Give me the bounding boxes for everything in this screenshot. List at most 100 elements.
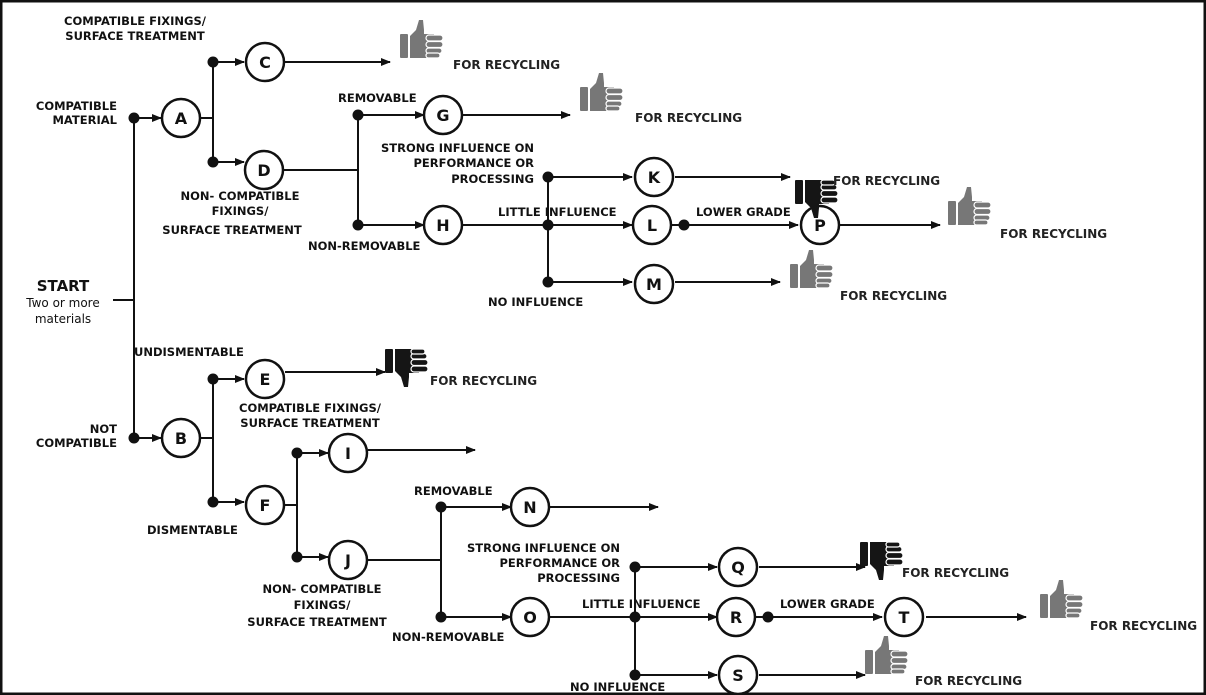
- label-lower-grade-top: LOWER GRADE: [696, 205, 791, 219]
- node-a: A: [160, 97, 202, 139]
- svg-text:F: F: [260, 496, 271, 515]
- node-c: C: [244, 41, 286, 83]
- branch-labels: COMPATIBLE MATERIAL NOT COMPATIBLE COMPA…: [36, 14, 875, 694]
- label-strong-influence-bottom-2: PERFORMANCE OR: [499, 556, 620, 570]
- svg-text:S: S: [732, 666, 744, 685]
- node-i: I: [327, 432, 369, 474]
- thumbs-up-icon: [579, 72, 624, 112]
- svg-text:Q: Q: [731, 558, 745, 577]
- outcome-k: FOR RECYCLING: [794, 174, 940, 219]
- svg-text:B: B: [175, 429, 187, 448]
- node-g: G: [422, 94, 464, 136]
- node-d: D: [243, 149, 285, 191]
- junction-dots: [128, 56, 774, 681]
- node-p: P: [799, 204, 841, 246]
- thumbs-up-icon: [789, 249, 834, 289]
- label-non-compat-fixings-top-1: NON- COMPATIBLE: [181, 189, 300, 203]
- node-n: N: [509, 486, 551, 528]
- outcomes: FOR RECYCLING FOR RECYCLING FOR RECYCLIN…: [384, 19, 1197, 688]
- thumbs-down-icon: [384, 348, 429, 388]
- start-subtitle-line-1: Two or more: [25, 296, 100, 310]
- svg-text:P: P: [814, 216, 826, 235]
- outcome-e: FOR RECYCLING: [384, 348, 537, 388]
- decision-nodes: A B C D E F G H I J K L M N O P Q R S T: [160, 41, 925, 695]
- svg-text:C: C: [259, 53, 271, 72]
- thumbs-up-icon: [1039, 579, 1084, 619]
- node-t: T: [883, 596, 925, 638]
- start-subtitle-line-2: materials: [35, 312, 91, 326]
- label-little-influence-bottom: LITTLE INFLUENCE: [582, 597, 701, 611]
- outcome-g: FOR RECYCLING: [579, 72, 742, 125]
- label-compat-fixings-bottom-2: SURFACE TREATMENT: [240, 416, 380, 430]
- svg-text:N: N: [523, 498, 536, 517]
- thumbs-down-icon: [859, 541, 904, 581]
- svg-text:T: T: [899, 608, 910, 627]
- svg-text:J: J: [344, 551, 351, 570]
- label-not-compatible-1: NOT: [90, 422, 117, 436]
- label-compat-fixings-top-1: COMPATIBLE FIXINGS/: [64, 14, 207, 28]
- svg-text:FOR RECYCLING: FOR RECYCLING: [453, 58, 560, 72]
- svg-text:FOR RECYCLING: FOR RECYCLING: [1090, 619, 1197, 633]
- label-non-compat-fixings-bottom-2: FIXINGS/: [294, 598, 352, 612]
- label-non-compat-fixings-bottom-1: NON- COMPATIBLE: [263, 582, 382, 596]
- label-non-removable-top: NON-REMOVABLE: [308, 239, 421, 253]
- outcome-p: FOR RECYCLING: [947, 186, 1107, 241]
- label-non-compat-fixings-top-2: FIXINGS/: [212, 204, 270, 218]
- label-little-influence-top: LITTLE INFLUENCE: [498, 205, 617, 219]
- label-compat-fixings-bottom-1: COMPATIBLE FIXINGS/: [239, 401, 382, 415]
- svg-text:G: G: [436, 106, 449, 125]
- thumbs-up-icon: [947, 186, 992, 226]
- label-non-removable-bottom: NON-REMOVABLE: [392, 630, 505, 644]
- svg-text:A: A: [175, 109, 188, 128]
- node-l: L: [631, 204, 673, 246]
- label-strong-influence-bottom-3: PROCESSING: [537, 571, 620, 585]
- label-no-influence-bottom: NO INFLUENCE: [570, 680, 665, 694]
- outcome-s: FOR RECYCLING: [864, 635, 1022, 688]
- label-strong-influence-top-1: STRONG INFLUENCE ON: [381, 141, 534, 155]
- svg-text:E: E: [260, 370, 271, 389]
- svg-text:FOR RECYCLING: FOR RECYCLING: [840, 289, 947, 303]
- label-non-compat-fixings-bottom-3: SURFACE TREATMENT: [247, 615, 387, 629]
- svg-text:FOR RECYCLING: FOR RECYCLING: [833, 174, 940, 188]
- label-compat-fixings-top-2: SURFACE TREATMENT: [65, 29, 205, 43]
- thumbs-up-icon: [399, 19, 444, 59]
- outcome-t: FOR RECYCLING: [1039, 579, 1197, 633]
- svg-text:FOR RECYCLING: FOR RECYCLING: [915, 674, 1022, 688]
- node-q: Q: [717, 546, 759, 588]
- thumbs-up-icon: [864, 635, 909, 675]
- label-dismentable: DISMENTABLE: [147, 523, 238, 537]
- svg-text:FOR RECYCLING: FOR RECYCLING: [1000, 227, 1107, 241]
- label-not-compatible-2: COMPATIBLE: [36, 436, 117, 450]
- svg-text:M: M: [646, 275, 662, 294]
- svg-text:O: O: [523, 608, 537, 627]
- svg-text:R: R: [730, 608, 742, 627]
- node-o: O: [509, 596, 551, 638]
- outcome-m: FOR RECYCLING: [789, 249, 947, 303]
- label-strong-influence-bottom-1: STRONG INFLUENCE ON: [467, 541, 620, 555]
- label-strong-influence-top-2: PERFORMANCE OR: [413, 156, 534, 170]
- node-s: S: [717, 654, 759, 695]
- svg-text:FOR RECYCLING: FOR RECYCLING: [635, 111, 742, 125]
- node-f: F: [244, 484, 286, 526]
- node-m: M: [633, 263, 675, 305]
- node-r: R: [715, 596, 757, 638]
- label-strong-influence-top-3: PROCESSING: [451, 172, 534, 186]
- label-undismentable: UNDISMENTABLE: [134, 345, 244, 359]
- node-h: H: [422, 204, 464, 246]
- svg-text:D: D: [257, 161, 270, 180]
- label-no-influence-top: NO INFLUENCE: [488, 295, 583, 309]
- start-node: START Two or more materials: [25, 277, 100, 326]
- outcome-c: FOR RECYCLING: [399, 19, 560, 72]
- node-e: E: [244, 358, 286, 400]
- svg-text:H: H: [436, 216, 449, 235]
- label-compatible-material-2: MATERIAL: [52, 113, 117, 127]
- node-k: K: [633, 156, 675, 198]
- outcome-q: FOR RECYCLING: [859, 541, 1009, 581]
- label-non-compat-fixings-top-3: SURFACE TREATMENT: [162, 223, 302, 237]
- svg-text:K: K: [648, 168, 661, 187]
- node-j: J: [327, 539, 369, 581]
- label-lower-grade-bottom: LOWER GRADE: [780, 597, 875, 611]
